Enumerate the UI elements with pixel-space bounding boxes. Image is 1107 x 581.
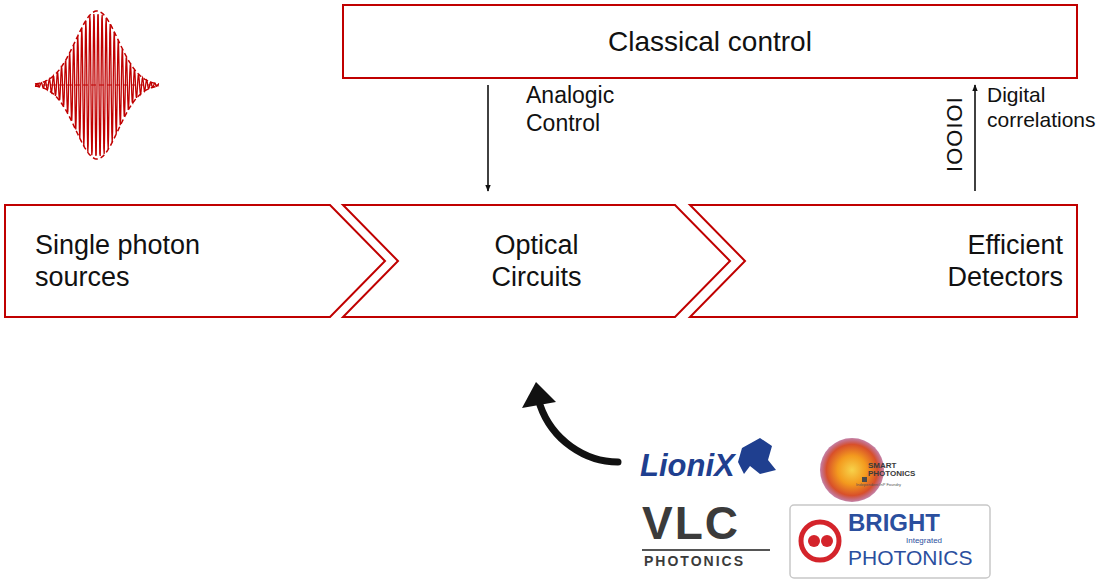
wave-envelope bbox=[35, 11, 159, 84]
bright-photonics-mark-dot bbox=[821, 535, 833, 547]
logo-text: Integrated bbox=[906, 537, 942, 545]
stage-chevron: Optical Circuits bbox=[343, 205, 730, 317]
edge-label: Analogic Control bbox=[526, 82, 648, 137]
signal-arrow bbox=[974, 85, 976, 191]
vlc-bar bbox=[642, 549, 770, 551]
text-area: Classical control bbox=[353, 9, 1067, 74]
logo-text: VLC bbox=[642, 500, 740, 546]
logo-text: PHOTONICS bbox=[848, 547, 972, 568]
wave-packet bbox=[35, 11, 159, 159]
bright-photonics-mark bbox=[801, 522, 839, 560]
curved-arrow bbox=[540, 405, 618, 462]
control-box: Classical control bbox=[343, 5, 1077, 78]
node-outline bbox=[690, 205, 1077, 317]
logo-text: SMART PHOTONICS bbox=[868, 462, 916, 479]
smart-photonics-square bbox=[862, 477, 867, 482]
node-outline bbox=[5, 205, 385, 317]
node-label: Optical Circuits bbox=[472, 229, 602, 294]
text-area: Optical Circuits bbox=[403, 209, 670, 313]
logo-text: PHOTONICS bbox=[644, 553, 745, 570]
bright-photonics-mark-dot bbox=[808, 535, 820, 547]
node-label: Classical control bbox=[608, 25, 812, 59]
signal-arrow bbox=[487, 85, 489, 191]
edge-label: Digital correlations bbox=[987, 82, 1107, 132]
text-area: Single photon sources bbox=[35, 209, 325, 313]
stage-chevron: Efficient Detectors bbox=[690, 205, 1077, 317]
wave-oscillation bbox=[35, 14, 159, 156]
wave-axis bbox=[35, 84, 159, 85]
bit-string: IOIOOI bbox=[941, 97, 967, 173]
bright-photonics-frame bbox=[790, 505, 990, 578]
stage-chevron: Single photon sources bbox=[5, 205, 385, 317]
logo-text: Independent InP Foundry bbox=[856, 483, 901, 488]
logo-text: BRIGHT bbox=[848, 511, 940, 535]
text-area: Efficient Detectors bbox=[750, 209, 1063, 313]
node-label: Single photon sources bbox=[35, 229, 250, 294]
lionix-mark bbox=[738, 438, 776, 474]
wave-envelope bbox=[35, 86, 159, 159]
node-label: Efficient Detectors bbox=[923, 229, 1063, 294]
logo-text: LioniX bbox=[640, 447, 735, 484]
node-outline bbox=[343, 205, 730, 317]
curved-arrow-head bbox=[522, 382, 556, 408]
